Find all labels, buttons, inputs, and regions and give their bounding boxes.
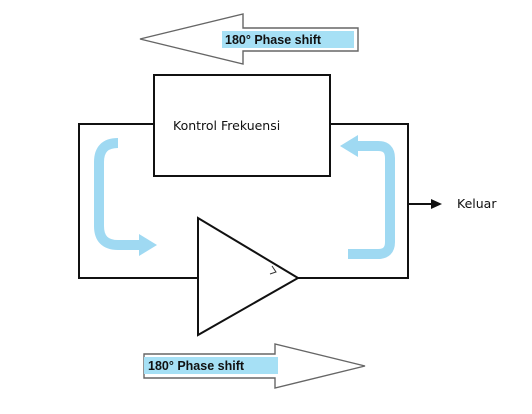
amplifier-mark — [269, 265, 277, 275]
left-feedback-arrow-head — [139, 234, 157, 256]
frequency-control-block: Kontrol Frekuensi — [153, 74, 331, 177]
output-label: Keluar — [457, 196, 497, 211]
amplifier — [197, 216, 300, 337]
bottom-phase-shift-arrow: 180° Phase shift — [143, 343, 366, 389]
top-phase-label-highlight — [222, 31, 354, 48]
right-feedback-arrow — [340, 135, 395, 259]
top-phase-shift-arrow: 180° Phase shift — [139, 13, 359, 65]
left-feedback-arrow-curve — [94, 138, 140, 250]
bottom-phase-shift-label: 180° Phase shift — [148, 359, 245, 373]
output-arrow-head — [431, 199, 442, 209]
output-arrow: Keluar — [408, 196, 497, 211]
left-feedback-arrow — [94, 138, 157, 256]
top-phase-shift-label: 180° Phase shift — [225, 33, 322, 47]
right-feedback-arrow-curve — [348, 141, 395, 259]
frequency-control-label: Kontrol Frekuensi — [173, 118, 280, 133]
right-feedback-arrow-head — [340, 135, 358, 157]
amplifier-triangle — [197, 216, 300, 337]
bottom-phase-label-highlight — [144, 357, 278, 374]
frequency-control-box — [153, 74, 331, 177]
